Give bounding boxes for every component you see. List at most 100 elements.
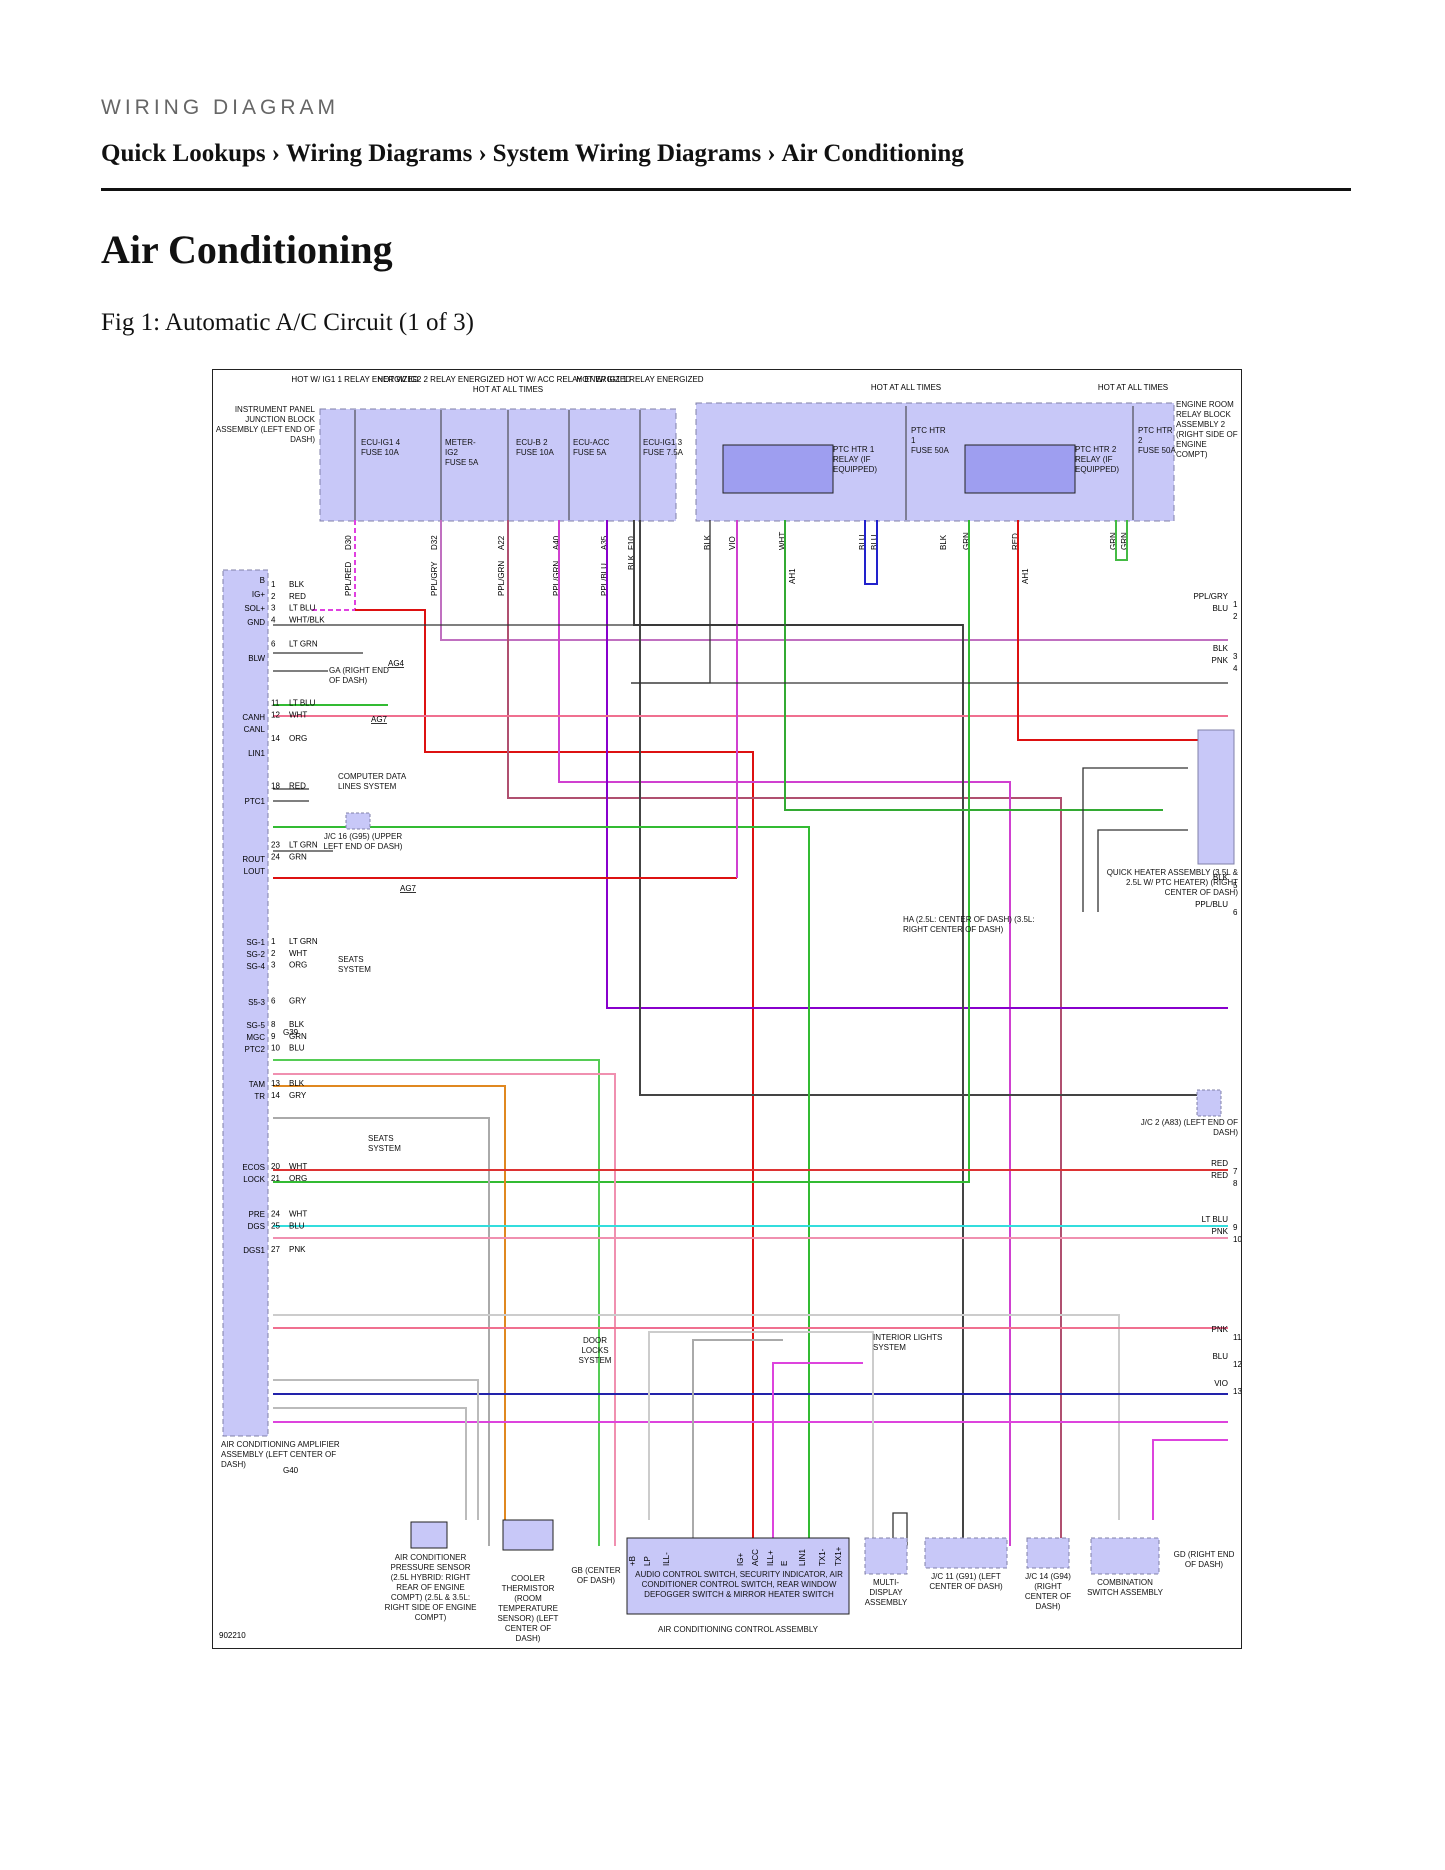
g39-pin-18: 18 (271, 781, 280, 790)
g40-pin-10: 10 (271, 1044, 280, 1053)
svg-text:GRN: GRN (1109, 532, 1118, 550)
terminal-ptc2: PTC2 (245, 1045, 266, 1054)
relay-wire-labels: BLK VIO WHT BLU BLU BLK GRN RED GRN GRN (703, 532, 1129, 550)
quick-heater-box (1197, 729, 1235, 865)
g39-wire-6: LT GRN (289, 639, 318, 648)
svg-text:WHT: WHT (778, 532, 787, 550)
quick-heater-label: QUICK HEATER ASSEMBLY (3.5L & 2.5L W/ PT… (1107, 868, 1238, 897)
door-locks-system: DOOR LOCKS SYSTEM (579, 1336, 612, 1365)
g40-pin-1: 1 (271, 937, 276, 946)
breadcrumb-quick-lookups[interactable]: Quick Lookups (101, 140, 266, 167)
breadcrumb: Quick Lookups›Wiring Diagrams›System Wir… (101, 140, 964, 168)
g39-wire-23: LT GRN (289, 841, 318, 850)
right-output-wire-10: PNK (1212, 1227, 1229, 1236)
g39-pin-12: 12 (271, 710, 280, 719)
amplifier-box (222, 569, 269, 1437)
junction-block-label: INSTRUMENT PANEL JUNCTION BLOCK ASSEMBLY… (216, 405, 315, 444)
breadcrumb-separator: › (271, 140, 280, 167)
terminal-gnd: GND (247, 618, 265, 627)
data-lines-system: COMPUTER DATA LINES SYSTEM (338, 772, 406, 791)
wiring-diagram-svg: HOT W/ IG1 1 RELAY ENERGIZED HOT W/ IG2 … (216, 375, 1241, 1643)
pressure-sensor-box (410, 1521, 448, 1549)
terminal-dgs1: DGS1 (243, 1246, 265, 1255)
right-output-9: 9 (1233, 1223, 1238, 1232)
figure-caption: Fig 1: Automatic A/C Circuit (1 of 3) (101, 309, 474, 336)
jc11-label: J/C 11 (G91) (LEFT CENTER OF DASH) (929, 1572, 1002, 1591)
wire-ppl-blu: PPL/BLU (600, 563, 609, 596)
terminal-dgs: DGS (248, 1222, 265, 1231)
g39-wire-12: WHT (289, 710, 307, 719)
terminal-rout: ROUT (242, 855, 265, 864)
g39-pin-24: 24 (271, 853, 280, 862)
power-label-2: HOT W/ IG2 2 RELAY ENERGIZED (377, 375, 504, 384)
svg-text:GRN: GRN (1120, 532, 1129, 550)
svg-text:BLK: BLK (939, 534, 948, 550)
right-output-13: 13 (1233, 1387, 1241, 1396)
control-assembly-label: AIR CONDITIONING CONTROL ASSEMBLY (658, 1625, 818, 1634)
g39-wire-18: RED (289, 781, 306, 790)
g40-wire-27: PNK (289, 1245, 306, 1254)
g40-pin-9: 9 (271, 1032, 276, 1041)
g40-pin-25: 25 (271, 1221, 280, 1230)
connector-g40: G40 (283, 1466, 299, 1475)
breadcrumb-wiring-diagrams[interactable]: Wiring Diagrams (286, 140, 473, 167)
terminal-lin1: LIN1 (248, 749, 265, 758)
right-output-wire-7: RED (1211, 1159, 1228, 1168)
control-pin-1: LP (643, 1556, 652, 1566)
breadcrumb-air-conditioning[interactable]: Air Conditioning (781, 140, 964, 167)
connector-g39: G39 (283, 1028, 299, 1037)
terminal-sg-1: SG-1 (246, 938, 265, 947)
right-output-12: 12 (1233, 1360, 1241, 1369)
g40-wire-2: WHT (289, 949, 307, 958)
control-pin-3: IG+ (736, 1553, 745, 1566)
jc16-box (345, 812, 371, 830)
g39-pin-14: 14 (271, 734, 280, 743)
pin-a35: A35 (600, 535, 609, 550)
g40-wire-25: BLU (289, 1221, 305, 1230)
right-output-6: 6 (1233, 908, 1238, 917)
wire-ppl-grn-a: PPL/GRN (497, 561, 506, 596)
pin-d30: D30 (344, 535, 353, 550)
svg-text:RED: RED (1011, 533, 1020, 550)
right-output-1: 1 (1233, 600, 1238, 609)
pressure-sensor-label: AIR CONDITIONER PRESSURE SENSOR (2.5L HY… (385, 1553, 477, 1622)
ground-ha: HA (2.5L: CENTER OF DASH) (3.5L: RIGHT C… (903, 915, 1035, 934)
g40-pin-21: 21 (271, 1174, 280, 1183)
g40-pin-24: 24 (271, 1210, 280, 1219)
breadcrumb-system-wiring-diagrams[interactable]: System Wiring Diagrams (492, 140, 762, 167)
right-output-wire-11: PNK (1212, 1325, 1229, 1334)
g40-wire-9: GRN (289, 1032, 307, 1041)
g40-wire-1: LT GRN (289, 937, 318, 946)
g39-wire-14: ORG (289, 734, 307, 743)
ptc-relay-2 (964, 444, 1076, 494)
right-output-wire-13: VIO (1214, 1379, 1228, 1388)
power-label-5: HOT W/ IG1 1 RELAY ENERGIZED (576, 375, 703, 384)
terminal-lock: LOCK (243, 1175, 265, 1184)
g39-pin-2: 2 (271, 592, 276, 601)
right-output-4: 4 (1233, 664, 1238, 673)
power-label-6: HOT AT ALL TIMES (871, 383, 941, 392)
cooler-thermistor-label: COOLER THERMISTOR (ROOM TEMPERATURE SENS… (498, 1574, 559, 1643)
g40-wire-24: WHT (289, 1210, 307, 1219)
right-output-10: 10 (1233, 1235, 1241, 1244)
control-pin-7: LIN1 (798, 1549, 807, 1566)
right-output-7: 7 (1233, 1167, 1238, 1176)
terminal-blw: BLW (248, 654, 265, 663)
g40-wire-20: WHT (289, 1162, 307, 1171)
amplifier-label: AIR CONDITIONING AMPLIFIER ASSEMBLY (LEF… (221, 1440, 340, 1469)
g40-wire-3: ORG (289, 961, 307, 970)
g39-pin-3: 3 (271, 604, 276, 613)
seats-system-2: SEATS SYSTEM (368, 1134, 401, 1153)
svg-text:BLU: BLU (870, 534, 879, 550)
right-output-wire-6: PPL/BLU (1195, 900, 1228, 909)
control-pin-8: TX1- (818, 1548, 827, 1566)
combination-switch-box (1090, 1537, 1160, 1575)
terminal-sg-2: SG-2 (246, 950, 265, 959)
control-pin-4: ACC (751, 1549, 760, 1566)
top-pin-labels: D30 D32 A22 A40 A35 F10 PPL/RED PPL/GRY … (344, 535, 636, 596)
seats-system-1: SEATS SYSTEM (338, 955, 371, 974)
g39-wire-11: LT BLU (289, 699, 316, 708)
